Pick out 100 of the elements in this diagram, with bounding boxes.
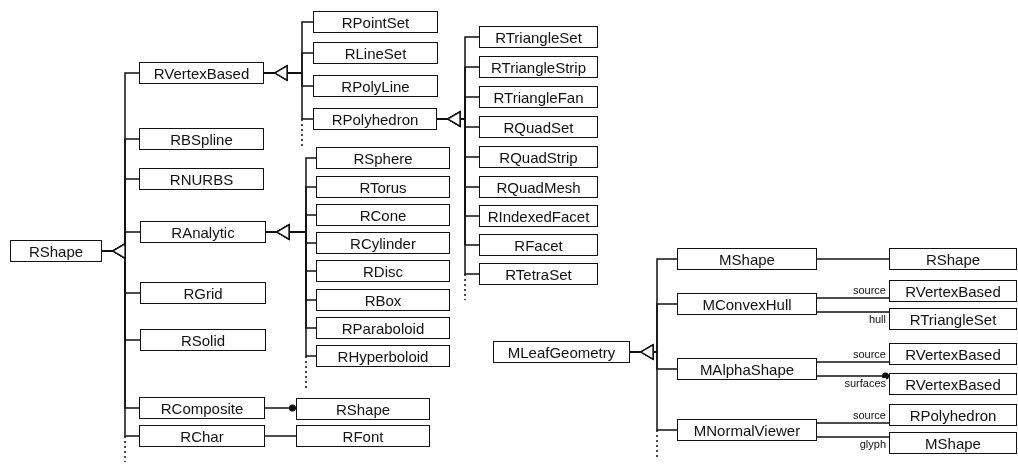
class-box xyxy=(10,240,102,262)
edge-label: hull xyxy=(868,314,886,325)
association-line xyxy=(816,297,890,299)
class-name: RPolyhedron xyxy=(909,407,997,423)
class-name: RTetraSet xyxy=(505,266,572,282)
class-name: RGrid xyxy=(183,285,223,301)
class-box xyxy=(479,263,598,285)
class-name: RFacet xyxy=(514,237,563,253)
class-box xyxy=(296,425,430,447)
class-box xyxy=(313,75,438,97)
class-name: MAlphaShape xyxy=(699,361,795,377)
class-box xyxy=(889,248,1017,270)
class-box xyxy=(313,42,438,64)
class-name: RHyperboloid xyxy=(337,348,429,364)
class-name: RQuadStrip xyxy=(499,149,578,165)
class-name: RPointSet xyxy=(341,14,410,30)
association-line xyxy=(816,372,890,380)
class-box xyxy=(316,176,450,198)
class-box xyxy=(889,280,1017,302)
class-name: RVertexBased xyxy=(153,65,250,81)
class-name: RSolid xyxy=(180,332,226,348)
association-line xyxy=(816,436,890,438)
class-box xyxy=(313,11,438,33)
class-name: RLineSet xyxy=(344,45,407,61)
class-box xyxy=(479,205,598,227)
class-name: RTriangleFan xyxy=(493,89,584,105)
class-box xyxy=(139,397,265,419)
class-name: RVertexBased xyxy=(905,283,1001,299)
class-box xyxy=(316,317,450,339)
class-name: RBox xyxy=(364,292,402,308)
class-name: RVertexBased xyxy=(905,376,1001,392)
generalization-arrow xyxy=(263,65,314,120)
class-box xyxy=(140,329,266,351)
association-line xyxy=(816,361,890,363)
association-line xyxy=(816,422,890,424)
class-box xyxy=(316,345,450,367)
class-name: RTriangleSet xyxy=(909,311,997,327)
class-name: RPolyhedron xyxy=(331,111,419,127)
class-box xyxy=(479,56,598,78)
class-box xyxy=(677,293,817,315)
class-box xyxy=(677,419,817,441)
class-box xyxy=(316,289,450,311)
class-name: RShape xyxy=(335,401,391,417)
class-name: RParaboloid xyxy=(341,320,425,336)
class-name: RVertexBased xyxy=(905,346,1001,362)
class-box xyxy=(140,221,266,243)
class-name: RPolyLine xyxy=(341,78,410,94)
edge-label: source xyxy=(852,285,886,296)
class-name: RCone xyxy=(359,207,407,223)
class-box xyxy=(316,232,450,254)
class-name: RDisc xyxy=(363,263,403,279)
class-box xyxy=(479,26,598,48)
class-name: RQuadMesh xyxy=(496,179,581,195)
association-line xyxy=(264,435,297,437)
class-box xyxy=(316,147,450,169)
class-box xyxy=(479,146,598,168)
class-box xyxy=(889,432,1017,454)
generalization-arrow xyxy=(265,224,317,357)
edge-label: source xyxy=(852,349,886,360)
class-name: MShape xyxy=(925,435,981,451)
class-name: RChar xyxy=(180,428,224,444)
class-box xyxy=(140,282,266,304)
class-name: RShape xyxy=(28,243,84,259)
class-box xyxy=(479,116,598,138)
class-box xyxy=(889,308,1017,330)
edge-label: surfaces xyxy=(844,378,886,389)
class-box xyxy=(139,62,264,84)
class-box xyxy=(479,176,598,198)
class-box xyxy=(889,404,1017,426)
class-name: RTorus xyxy=(359,179,407,195)
class-box xyxy=(139,168,264,190)
class-box xyxy=(316,204,450,226)
class-box xyxy=(889,343,1017,365)
edge-label: source xyxy=(852,410,886,421)
class-name: RNURBS xyxy=(169,171,234,187)
class-name: RAnalytic xyxy=(171,224,235,240)
class-box xyxy=(677,248,817,270)
class-box xyxy=(313,108,437,130)
class-box xyxy=(316,260,450,282)
class-box xyxy=(479,234,598,256)
class-name: RSphere xyxy=(353,150,413,166)
class-name: RShape xyxy=(925,251,981,267)
class-box xyxy=(296,398,430,420)
class-box xyxy=(889,373,1017,395)
generalization-arrow xyxy=(436,111,480,275)
class-name: RQuadSet xyxy=(503,119,574,135)
association-line xyxy=(816,258,890,260)
class-box xyxy=(479,86,598,108)
class-name: RFont xyxy=(342,428,384,444)
class-name: RTriangleStrip xyxy=(490,59,586,75)
class-name: MLeafGeometry xyxy=(507,344,616,360)
class-name: RBSpline xyxy=(170,131,233,147)
class-name: MNormalViewer xyxy=(693,422,801,438)
class-box xyxy=(139,128,264,150)
class-name: RTriangleSet xyxy=(495,29,582,45)
association-line xyxy=(816,311,890,313)
class-name: RComposite xyxy=(160,400,244,416)
class-box xyxy=(139,425,265,447)
class-box xyxy=(677,358,817,380)
class-name: MShape xyxy=(719,251,775,267)
